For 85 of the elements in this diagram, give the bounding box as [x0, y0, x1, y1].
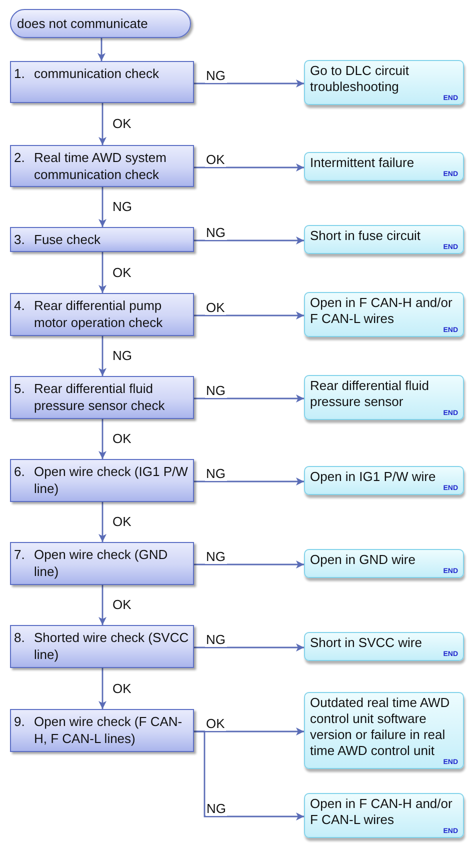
edge-label: NG: [112, 199, 133, 214]
start-terminal: [10, 9, 191, 38]
flow-arrow: [194, 312, 304, 320]
process-box: [10, 293, 194, 336]
result-text: Open in IG1 P/W wire: [310, 469, 437, 485]
result-text: Short in fuse circuit: [310, 228, 422, 244]
step-number: 6.: [14, 463, 26, 480]
flow-arrow: [98, 502, 106, 542]
edge-label: NG: [205, 224, 226, 240]
edge-label: OK: [112, 514, 132, 529]
flow-arrow: [98, 38, 106, 61]
step-text: Open wire check (IG1 P/W line): [34, 463, 189, 497]
process-box: [10, 227, 194, 252]
flow-arrow: [194, 236, 304, 244]
step-text: communication check: [34, 65, 160, 82]
step-number: 1.: [14, 65, 26, 82]
edge-label: OK: [112, 116, 132, 131]
step-number: 3.: [14, 231, 26, 248]
result-text: Open in F CAN-H and/or F CAN-L wires: [310, 796, 454, 828]
flow-arrow: [98, 187, 106, 227]
step-number: 2.: [14, 149, 26, 166]
flow-arrow: [98, 103, 106, 145]
edge-label: OK: [112, 597, 132, 612]
step-text: Open wire check (F CAN-H, F CAN-L lines): [34, 713, 184, 747]
process-box: [10, 459, 194, 502]
step-text: Rear differential pump motor operation check: [34, 297, 164, 331]
result-box: [304, 60, 464, 105]
step-text: Shorted wire check (SVCC line): [34, 629, 190, 663]
result-text: Open in GND wire: [310, 552, 416, 568]
process-box: [10, 376, 194, 419]
edge-label: OK: [205, 716, 226, 730]
edge-label: NG: [205, 548, 226, 564]
step-text: Fuse check: [34, 231, 102, 248]
step-text: Open wire check (GND line): [34, 546, 169, 580]
edge-label: NG: [205, 382, 226, 398]
result-text: Short in SVCC wire: [310, 635, 423, 651]
flow-arrow: [98, 585, 106, 625]
step-number: 8.: [14, 629, 26, 646]
step-text: Rear differential fluid pressure sensor check: [34, 380, 166, 414]
process-box: [10, 61, 194, 103]
flow-arrow: [98, 668, 106, 709]
edge-label: NG: [205, 68, 226, 82]
start-text: does not communicate: [17, 16, 148, 32]
step-number: 4.: [14, 297, 26, 314]
result-box: [304, 292, 464, 337]
flow-arrow: [194, 644, 304, 652]
flow-arrow: [98, 336, 106, 376]
result-box: [304, 152, 464, 181]
process-box: [10, 709, 194, 752]
edge-label: OK: [112, 264, 132, 280]
flow-arrow: [194, 394, 304, 402]
edge-label: NG: [112, 348, 133, 363]
step-number: 5.: [14, 380, 26, 397]
result-box: [304, 549, 464, 578]
result-text: Go to DLC circuit troubleshooting: [310, 63, 410, 95]
result-box: [304, 632, 464, 661]
edge-label: NG: [205, 632, 226, 646]
edge-label: NG: [205, 466, 226, 480]
flow-arrow: [194, 80, 304, 88]
result-box: [304, 692, 464, 769]
edge-label: OK: [205, 300, 226, 314]
flow-arrow: [194, 164, 304, 172]
flow-arrow: [194, 478, 304, 486]
step-text: Real time AWD system communication check: [34, 149, 168, 183]
process-box: [10, 145, 194, 187]
step-number: 9.: [14, 713, 26, 730]
process-box: [10, 542, 194, 585]
edge-label: OK: [112, 431, 132, 446]
result-text: Open in F CAN-H and/or F CAN-L wires: [310, 295, 454, 327]
flow-arrow: [194, 560, 304, 568]
edge-label: NG: [206, 800, 227, 816]
result-box: [304, 466, 464, 495]
process-box: [10, 625, 194, 668]
result-text: Rear differential fluid pressure sensor: [310, 378, 430, 410]
result-text: Intermittent failure: [310, 155, 416, 171]
flow-arrow: [98, 419, 106, 459]
edge-label: OK: [112, 680, 132, 696]
result-box: [304, 225, 464, 254]
flow-arrow: [194, 730, 304, 820]
step-number: 7.: [14, 546, 26, 563]
result-box: [304, 375, 464, 420]
edge-label: OK: [205, 152, 226, 166]
result-text: Outdated real time AWD control unit software version or failure in real time AWD control unit: [310, 695, 451, 759]
flow-arrow: [98, 252, 106, 293]
result-box: [304, 793, 464, 838]
